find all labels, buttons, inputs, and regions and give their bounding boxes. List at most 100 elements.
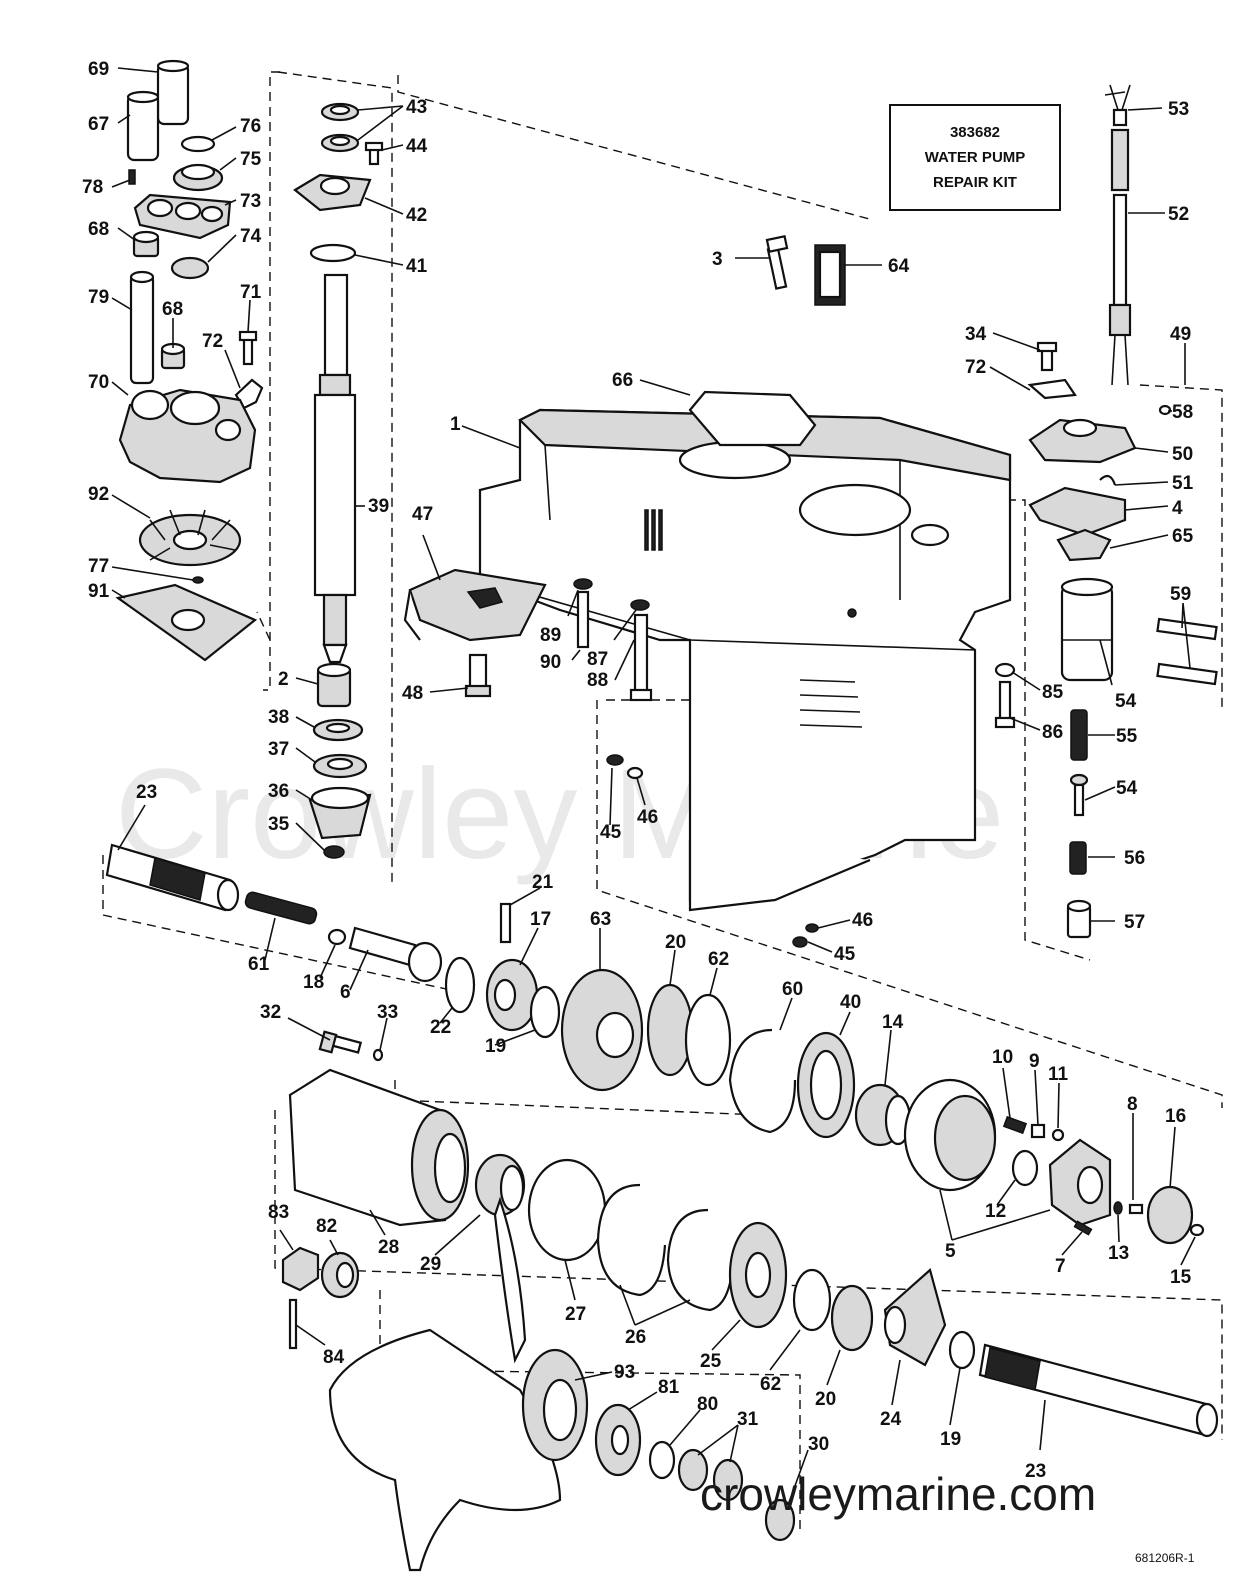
callout-2: 2 (278, 669, 289, 690)
part-34-screw (1036, 341, 1058, 372)
part-21-pin (499, 902, 512, 944)
part-92-impeller (138, 509, 242, 567)
water-pump-kit-box: 383682 WATER PUMP REPAIR KIT (889, 104, 1061, 211)
part-9-pin (1030, 1123, 1046, 1139)
part-82-spacer (320, 1251, 360, 1299)
part-52-shift-rod (1108, 128, 1132, 386)
part-5-bearing-carrier (903, 1078, 997, 1192)
callout-11: 11 (1048, 1064, 1069, 1085)
part-22-ring (444, 956, 476, 1014)
part-11-ball (1051, 1128, 1065, 1142)
part-91-plate (115, 583, 258, 662)
callout-13: 13 (1108, 1243, 1129, 1264)
part-19-washer-upper (529, 985, 561, 1039)
callout-29: 29 (420, 1254, 441, 1275)
callout-27: 27 (565, 1304, 586, 1325)
part-85-washer (994, 662, 1016, 678)
callout-65: 65 (1172, 526, 1194, 547)
callout-69: 69 (88, 59, 109, 80)
part-10-spring (1002, 1115, 1028, 1135)
callout-41: 41 (406, 256, 428, 277)
callout-54-upper: 54 (1115, 691, 1137, 712)
callout-20-upper: 20 (665, 932, 686, 953)
part-6-plunger (348, 926, 443, 983)
callout-3: 3 (712, 249, 723, 270)
callout-89: 89 (540, 625, 561, 646)
part-44-screw (364, 141, 384, 166)
part-68-bushing-upper (132, 230, 160, 258)
part-16-cover-plate (1146, 1185, 1194, 1245)
part-29-bearing (474, 1153, 526, 1217)
part-53-connector (1104, 84, 1131, 127)
callout-55: 55 (1116, 726, 1138, 747)
part-74-seal (170, 256, 210, 280)
callout-23-upper: 23 (136, 782, 157, 803)
callout-63: 63 (590, 909, 611, 930)
part-42-bearing-housing (293, 173, 372, 212)
callout-72-left: 72 (202, 331, 223, 352)
callout-64: 64 (888, 256, 910, 277)
part-17-clutch-dog (485, 958, 539, 1032)
callout-5: 5 (945, 1241, 956, 1262)
callout-46-lower: 46 (852, 910, 873, 931)
callout-74: 74 (240, 226, 262, 247)
callout-61: 61 (248, 954, 270, 975)
part-45-screw-upper (606, 754, 624, 766)
part-51-clip (1099, 474, 1117, 486)
callout-66: 66 (612, 370, 633, 391)
callout-19-upper: 19 (485, 1036, 506, 1057)
part-2-needle-bearing (316, 662, 352, 708)
part-37-thrust-bearing (312, 753, 368, 779)
callout-92: 92 (88, 484, 109, 505)
callout-93: 93 (614, 1362, 635, 1383)
part-56-spring (1069, 841, 1087, 875)
callout-14: 14 (882, 1012, 904, 1033)
part-39-driveshaft (313, 273, 357, 664)
callout-15: 15 (1170, 1267, 1192, 1288)
part-3-screw (765, 234, 789, 290)
part-35-nut (323, 845, 345, 859)
part-40-seal (796, 1031, 856, 1139)
callout-31: 31 (737, 1409, 759, 1430)
callout-30: 30 (808, 1434, 829, 1455)
callout-7: 7 (1055, 1256, 1066, 1277)
part-43-seals (320, 102, 360, 153)
part-69-tube (156, 59, 190, 126)
part-67-tube (126, 90, 160, 162)
kit-title-line2: REPAIR KIT (933, 174, 1017, 191)
callout-91: 91 (88, 581, 110, 602)
callout-49: 49 (1170, 324, 1191, 345)
part-46-washer-upper (626, 766, 644, 780)
part-71-screw (238, 330, 258, 366)
callout-68-lower: 68 (162, 299, 183, 320)
callout-45-lower: 45 (834, 944, 856, 965)
callout-12: 12 (985, 1201, 1006, 1222)
part-63-reverse-gear (560, 968, 644, 1092)
callout-88: 88 (587, 670, 608, 691)
callout-26: 26 (625, 1327, 646, 1348)
part-12-o-ring (1011, 1149, 1039, 1187)
callout-68-upper: 68 (88, 219, 109, 240)
part-78-screw (128, 169, 136, 185)
callout-16: 16 (1165, 1106, 1186, 1127)
part-31-bearing-2 (712, 1458, 744, 1502)
callout-78: 78 (82, 177, 103, 198)
part-48-screw (464, 653, 492, 698)
callout-59: 59 (1170, 584, 1191, 605)
callout-76: 76 (240, 116, 261, 137)
callout-1: 1 (450, 414, 461, 435)
part-83-nut (281, 1246, 320, 1292)
callout-75: 75 (240, 149, 262, 170)
drawing-number: 681206R-1 (1135, 1551, 1195, 1565)
part-87-washer (630, 599, 650, 611)
callout-17: 17 (530, 909, 551, 930)
part-32-screw (318, 1030, 363, 1054)
dashed-outline-left-pump (256, 611, 271, 641)
part-66-grommet (688, 390, 817, 447)
part-80-washer (648, 1440, 676, 1480)
callout-79: 79 (88, 287, 109, 308)
part-90-screw (576, 590, 590, 649)
callout-39: 39 (368, 496, 389, 517)
part-89-washer (573, 578, 593, 590)
